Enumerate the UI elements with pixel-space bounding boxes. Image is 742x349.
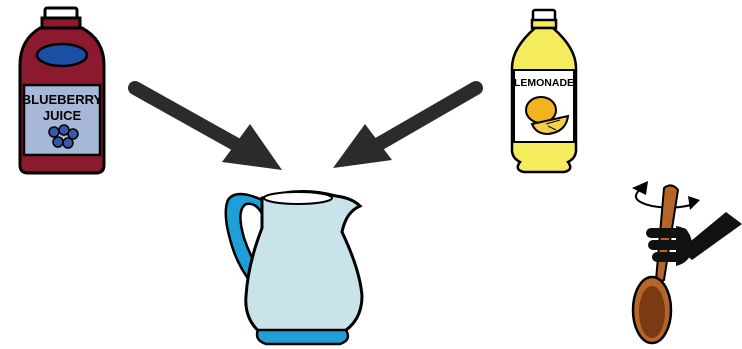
arrow-right-icon (333, 88, 476, 168)
blueberry-label-line1: BLUEBERRY (22, 92, 103, 107)
pitcher (226, 191, 362, 344)
blueberry-juice-bottle: BLUEBERRY JUICE (20, 8, 104, 173)
stirring-spoon (632, 181, 742, 343)
blueberry-oval-logo (37, 44, 87, 66)
pitcher-base (257, 330, 348, 344)
lemonade-label-text: LEMONADE (514, 77, 574, 89)
pitcher-body (246, 191, 362, 334)
pitcher-rim (264, 192, 332, 204)
lemonade-bottle: LEMONADE (512, 10, 576, 172)
arrow-left-icon (135, 88, 282, 170)
blueberry-label-line2: JUICE (43, 108, 82, 123)
